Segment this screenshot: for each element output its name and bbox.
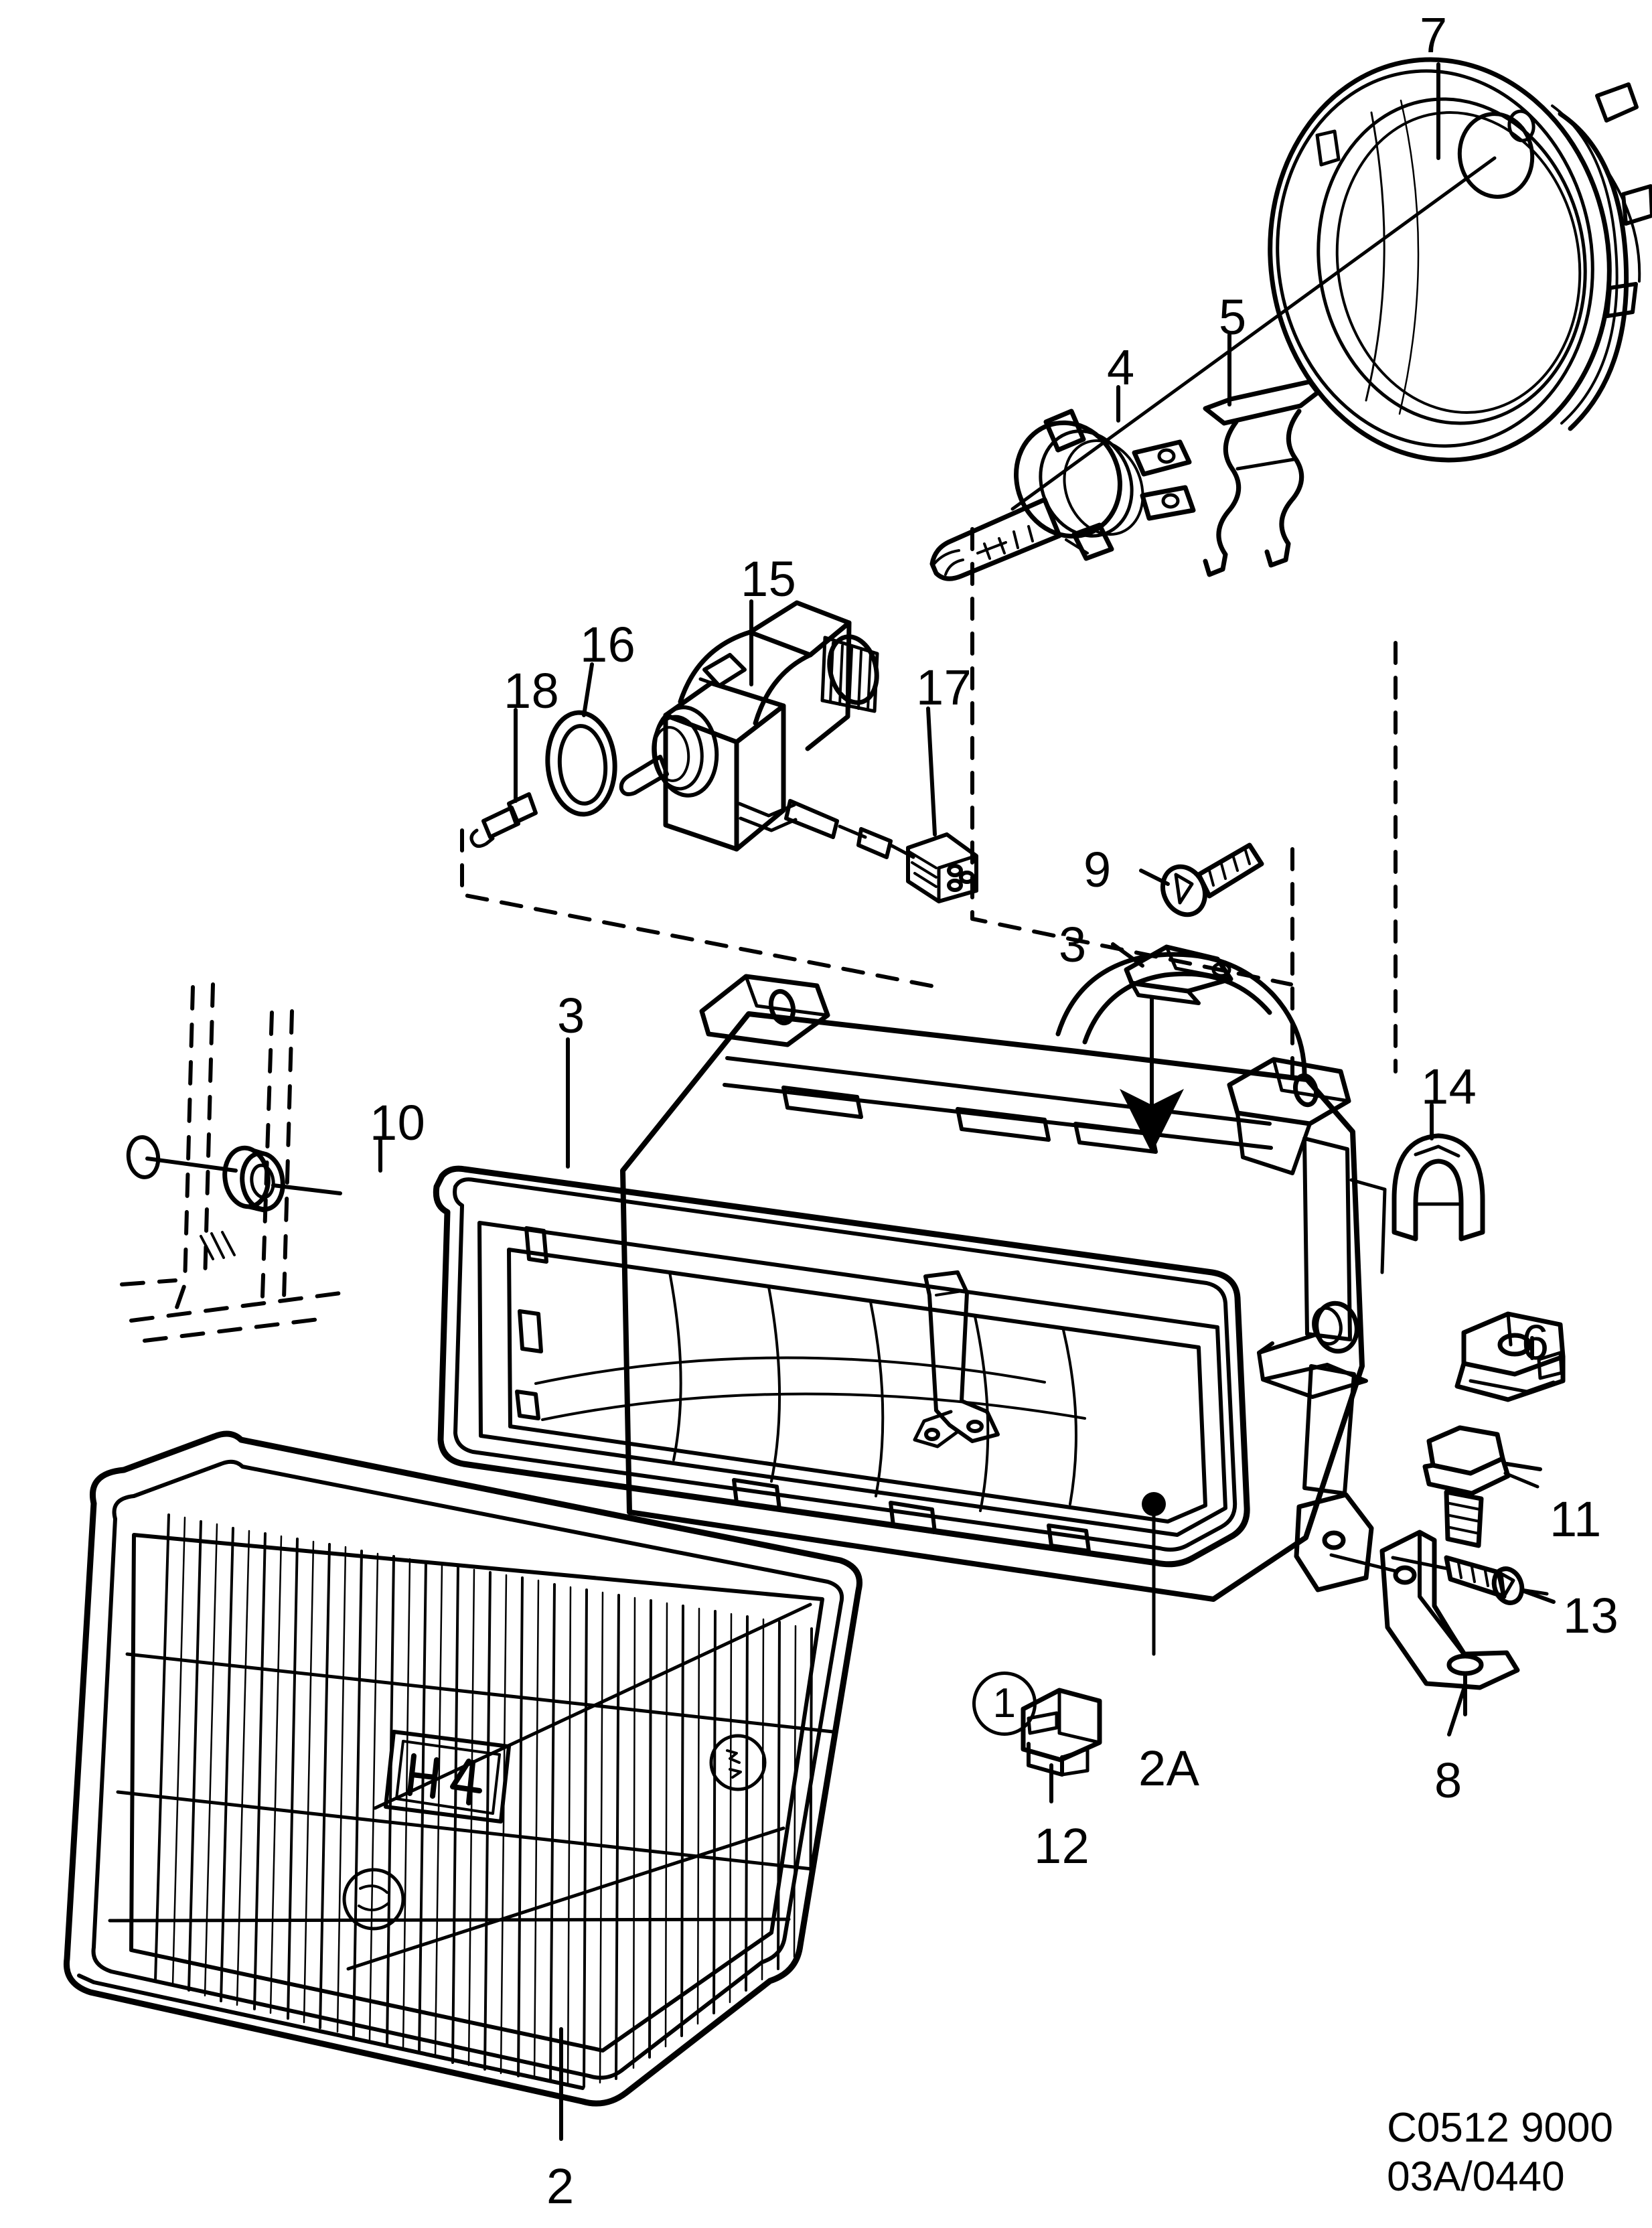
halogen-bulb-art: [929, 409, 1196, 581]
footer-sheet-reference: 03A/0440: [1387, 2153, 1565, 2200]
callout-15: 13: [1563, 1588, 1619, 1643]
lens-h4-marking: [384, 1730, 511, 1824]
lens-approval-stamp-secondary: [342, 1868, 405, 1931]
callout-16: 15: [741, 551, 797, 607]
reflector-pointer: [1142, 1492, 1166, 1656]
leader-lines: [378, 62, 1556, 2141]
headlamp-housing-art: [433, 952, 1387, 1602]
callout-14: 14: [1421, 1059, 1477, 1114]
lens-art: [63, 1430, 862, 2107]
callout-8: 7: [1420, 7, 1448, 63]
bulb-retaining-spring-art: [1203, 379, 1321, 577]
callout-19: 18: [504, 663, 560, 719]
rubber-grommet-art: [126, 1135, 342, 1260]
callout-2: 2: [546, 2158, 575, 2214]
self-tapping-screw-art: [1391, 1555, 1549, 1605]
callout-18: 17: [916, 660, 972, 715]
motor-sealing-ring-art: [545, 710, 617, 817]
callout-5: 4: [1107, 340, 1135, 395]
callout-4: 3: [1059, 917, 1087, 972]
lens-retaining-clip-art: [1021, 1688, 1102, 1777]
callout-17: 16: [580, 617, 636, 672]
sheet-footer: C0512 9000 03A/0440: [1387, 2103, 1613, 2201]
callout-1: 1: [972, 1672, 1037, 1736]
hex-flange-bolt-art: [1422, 1425, 1540, 1548]
footer-part-reference: C0512 9000: [1387, 2104, 1613, 2151]
callout-13: 12: [1034, 1818, 1090, 1874]
mounting-bracket-art: [1329, 1530, 1520, 1716]
callout-11: 10: [370, 1095, 426, 1150]
wiring-connector-art: [906, 832, 978, 903]
body-panel-phantom: [120, 982, 348, 1343]
assembly-phantom-lines: [460, 527, 1398, 1080]
pan-head-screw-art: [1160, 842, 1264, 917]
spring-retainer-clip-art: [1392, 1133, 1485, 1242]
lens-approval-stamp: [709, 1734, 767, 1791]
reflector-bowl-housing-art: [1010, 57, 1652, 511]
callout-10: 9: [1083, 842, 1112, 897]
callout-6: 5: [1219, 289, 1247, 345]
callout-12: 11: [1550, 1491, 1602, 1547]
u-nut-clip-art: [1454, 1311, 1566, 1402]
callout-9: 8: [1434, 1753, 1462, 1808]
callout-7: 6: [1521, 1315, 1550, 1370]
levelling-motor-art: [469, 600, 978, 903]
motor-fixing-screw-art: [469, 792, 538, 848]
callout-3: 3: [557, 988, 585, 1043]
callout-reflector-2a: 2A: [1138, 1740, 1200, 1796]
